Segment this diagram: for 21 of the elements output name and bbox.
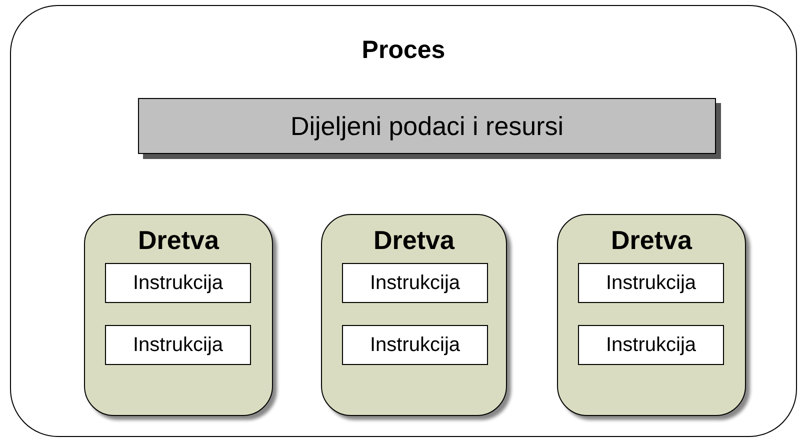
- instruction-box: [342, 325, 488, 365]
- instruction-label: Instrukcija: [132, 272, 224, 294]
- instruction-label: Instrukcija: [370, 334, 460, 356]
- process-title: Proces: [360, 36, 446, 65]
- instruction-label: Instrukcija: [606, 334, 696, 356]
- instruction-box: [105, 263, 251, 303]
- instruction-box: [105, 325, 251, 365]
- instruction-box: [342, 263, 488, 303]
- thread-box: [321, 214, 507, 416]
- instruction-box: [578, 325, 724, 365]
- instruction-label: Instrukcija: [370, 272, 460, 294]
- instruction-label: Instrukcija: [132, 334, 224, 356]
- thread-title: Dretva: [137, 225, 220, 256]
- instruction-label: Instrukcija: [606, 272, 696, 294]
- process-container: [10, 5, 797, 437]
- thread-box: [557, 214, 746, 416]
- thread-title: Dretva: [610, 225, 694, 256]
- thread-title: Dretva: [372, 225, 456, 256]
- shared-data-label: Dijeljeni podaci i resursi: [290, 110, 564, 142]
- instruction-box: [578, 263, 724, 303]
- thread-box: [84, 214, 273, 416]
